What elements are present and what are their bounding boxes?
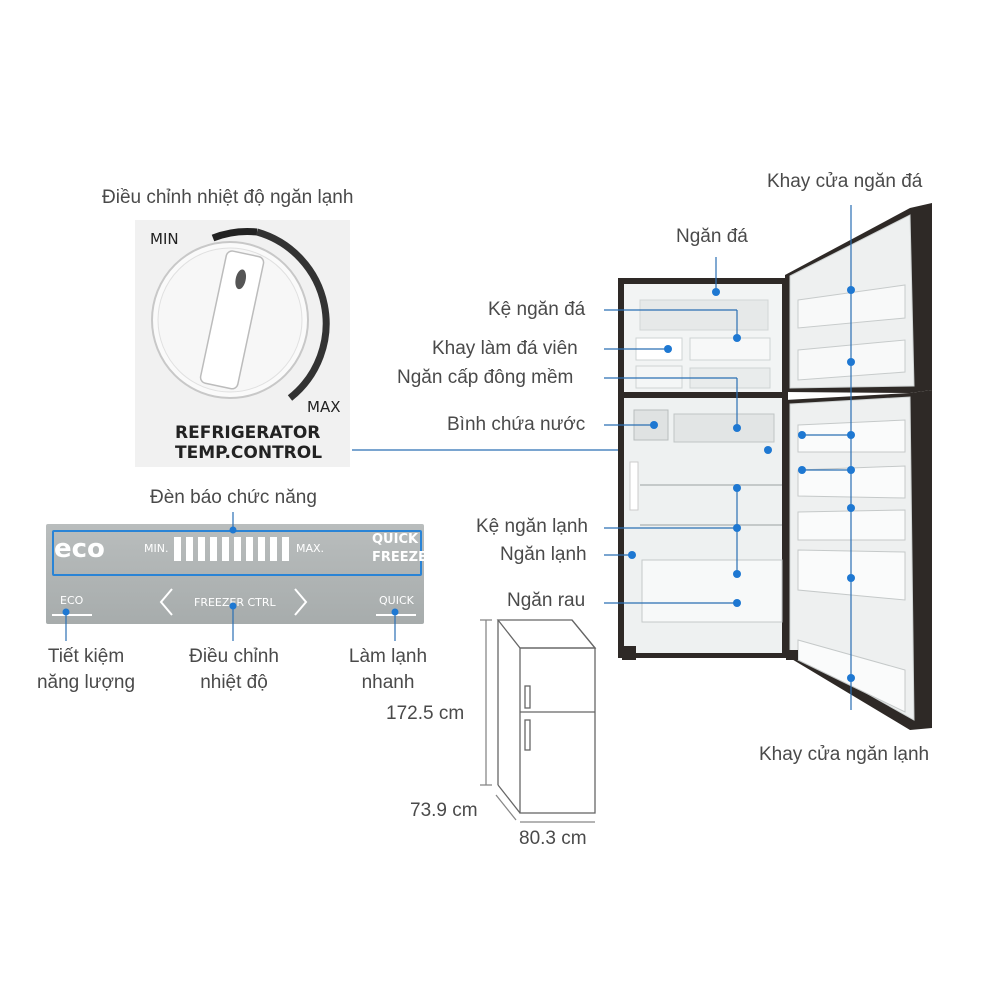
eco-caption-line2: năng lượng — [36, 672, 136, 693]
quick-caption-line1: Làm lạnh — [348, 646, 428, 667]
chevron-left-icon — [159, 588, 173, 616]
label-vegetable: Ngăn rau — [507, 590, 586, 611]
eco-caption-line1: Tiết kiệm — [47, 646, 125, 667]
eco-button-label: ECO — [60, 594, 84, 607]
freezer-ctrl-decrease[interactable] — [156, 586, 178, 618]
temp-caption-line2: nhiệt độ — [200, 672, 268, 693]
eco-button[interactable]: ECO — [52, 592, 92, 618]
knob-caption-line1: REFRIGERATOR — [175, 423, 321, 443]
label-freezer-door-tray: Khay cửa ngăn đá — [767, 171, 923, 192]
level-segment — [234, 537, 241, 561]
label-fridge-door-tray: Khay cửa ngăn lạnh — [759, 744, 930, 765]
freezer-door — [785, 203, 932, 393]
level-segment — [258, 537, 265, 561]
temperature-knob-panel: MIN MAX REFRIGERATOR TEMP.CONTROL — [135, 220, 350, 467]
label-water-tank: Bình chứa nước — [447, 414, 586, 435]
label-fridge-shelf: Kệ ngăn lạnh — [476, 516, 588, 537]
level-segment — [270, 537, 277, 561]
knob-min-label: MIN — [150, 230, 179, 248]
level-indicator-bar — [174, 537, 292, 561]
level-min-label: MIN. — [144, 542, 169, 555]
level-segment — [222, 537, 229, 561]
level-segment — [246, 537, 253, 561]
fridge-door — [785, 390, 932, 730]
label-fridge: Ngăn lạnh — [500, 544, 587, 565]
freezer-ctrl-increase[interactable] — [289, 586, 311, 618]
quick-caption-line2: nhanh — [361, 672, 415, 693]
label-soft-freeze: Ngăn cấp đông mềm — [397, 367, 574, 388]
label-freezer: Ngăn đá — [676, 226, 748, 247]
dimension-height: 172.5 cm — [386, 703, 465, 724]
level-segment — [186, 537, 193, 561]
level-segment — [198, 537, 205, 561]
label-ice-tray: Khay làm đá viên — [432, 338, 578, 359]
level-segment — [282, 537, 289, 561]
indicator-frame — [52, 530, 422, 576]
dimension-width: 80.3 cm — [519, 828, 587, 849]
level-segment — [174, 537, 181, 561]
eco-button-underline — [52, 614, 92, 616]
freezer-ctrl-label: FREEZER CTRL — [194, 596, 276, 609]
knob-caption-line2: TEMP.CONTROL — [175, 443, 323, 463]
quick-freeze-line1: QUICK — [372, 532, 419, 547]
fridge-cabinet — [618, 278, 798, 660]
dimension-illustration — [480, 619, 597, 823]
chevron-right-icon — [294, 588, 308, 616]
control-panel-title: Đèn báo chức năng — [150, 487, 317, 508]
knob-max-label: MAX — [307, 398, 341, 416]
label-freezer-shelf: Kệ ngăn đá — [488, 299, 586, 320]
quick-freeze-line2: FREEZE — [372, 550, 427, 565]
level-max-label: MAX. — [296, 542, 325, 555]
quick-button-label: QUICK — [379, 594, 414, 607]
level-segment — [210, 537, 217, 561]
temp-caption-line1: Điều chỉnh — [189, 646, 279, 667]
eco-indicator: eco — [54, 534, 105, 564]
temperature-dial-icon — [151, 228, 330, 401]
dimension-depth: 73.9 cm — [410, 800, 478, 821]
knob-title: Điều chỉnh nhiệt độ ngăn lạnh — [102, 187, 354, 208]
